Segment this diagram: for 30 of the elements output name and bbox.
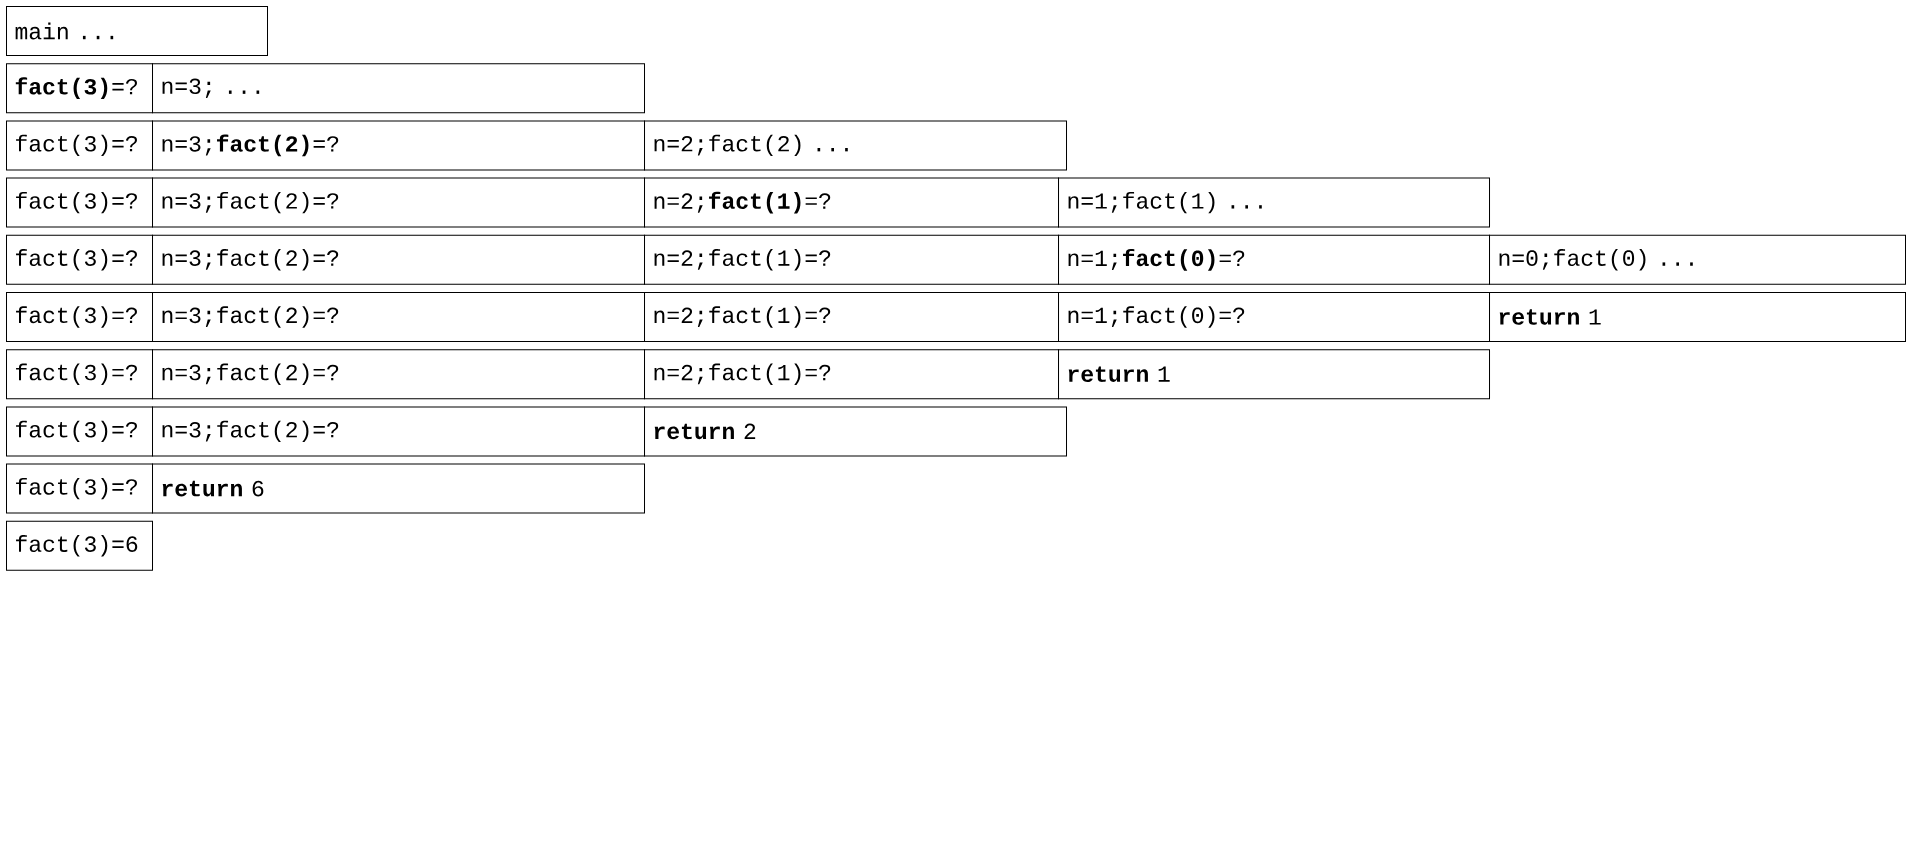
stack-frame-cell: n=1;fact(0)=? [1058, 234, 1490, 285]
stack-frame-cell: fact(3)=? [6, 234, 153, 285]
stack-frame-cell: return 6 [152, 463, 645, 514]
stack-frame-cell: n=3;fact(2)=? [152, 349, 645, 400]
stack-frame-cell: return 1 [1489, 292, 1906, 342]
stack-frame-cell: return 2 [644, 406, 1067, 457]
stack-frame-cell: n=2;fact(1)=? [644, 292, 1059, 342]
stack-frame-cell: n=2;fact(2) ... [644, 120, 1067, 171]
stack-frame-cell: fact(3)=6 [6, 520, 153, 571]
stack-frame-cell: fact(3)=? [6, 349, 153, 400]
stack-frame-cell: n=3;fact(2)=? [152, 292, 645, 342]
stack-frame-cell: n=0;fact(0) ... [1489, 234, 1906, 285]
stack-frame-cell: n=1;fact(0)=? [1058, 292, 1490, 342]
stack-frame-cell: n=3; ... [152, 63, 645, 114]
stack-frame-cell: fact(3)=? [6, 406, 153, 457]
stack-frame-cell: n=3;fact(2)=? [152, 120, 645, 171]
stack-frame-cell: fact(3)=? [6, 63, 153, 114]
stack-frame-cell: fact(3)=? [6, 120, 153, 171]
stack-frame-cell: main ... [6, 6, 268, 56]
stack-frame-cell: fact(3)=? [6, 292, 153, 342]
stack-frame-cell: n=1;fact(1) ... [1058, 177, 1490, 228]
stack-frame-cell: n=3;fact(2)=? [152, 234, 645, 285]
stack-frame-cell: fact(3)=? [6, 463, 153, 514]
stack-frame-cell: n=2;fact(1)=? [644, 177, 1059, 228]
stack-frame-cell: n=3;fact(2)=? [152, 406, 645, 457]
stack-frame-cell: fact(3)=? [6, 177, 153, 228]
stack-frame-cell: n=3;fact(2)=? [152, 177, 645, 228]
stack-frame-cell: return 1 [1058, 349, 1490, 400]
stack-frame-cell: n=2;fact(1)=? [644, 349, 1059, 400]
stack-frame-cell: n=2;fact(1)=? [644, 234, 1059, 285]
